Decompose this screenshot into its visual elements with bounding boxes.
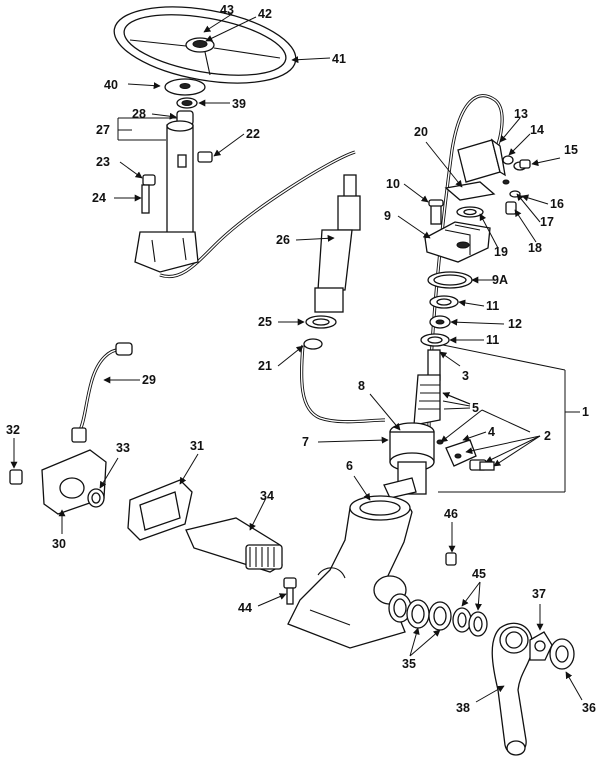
callout-3: 3 — [462, 369, 469, 383]
callout-7: 7 — [302, 435, 309, 449]
callout-30: 30 — [52, 537, 66, 551]
callout-6: 6 — [346, 459, 353, 473]
callout-1: 1 — [582, 405, 589, 419]
steering-shaft-assembly — [383, 349, 441, 499]
callout-21: 21 — [258, 359, 272, 373]
callout-35: 35 — [402, 657, 416, 671]
callout-40: 40 — [104, 78, 118, 92]
callout-18: 18 — [528, 241, 542, 255]
callout-16: 16 — [550, 197, 564, 211]
callout-5: 5 — [472, 401, 479, 415]
callout-labels: 43 42 41 40 39 28 27 22 23 24 26 25 21 1… — [6, 3, 596, 715]
pump-and-cover — [9, 342, 283, 573]
seal-set — [283, 552, 488, 637]
steering-column — [134, 120, 199, 273]
callout-23: 23 — [96, 155, 110, 169]
intermediate-shaft — [303, 174, 361, 350]
callout-38: 38 — [456, 701, 470, 715]
callout-42: 42 — [258, 7, 272, 21]
callout-28: 28 — [132, 107, 146, 121]
callout-24: 24 — [92, 191, 106, 205]
callout-9a: 9A — [492, 273, 508, 287]
callout-26: 26 — [276, 233, 290, 247]
washer-stack — [420, 271, 473, 347]
callout-37: 37 — [532, 587, 546, 601]
callout-22: 22 — [246, 127, 260, 141]
callout-25: 25 — [258, 315, 272, 329]
callout-19: 19 — [494, 245, 508, 259]
callout-34: 34 — [260, 489, 274, 503]
callout-41: 41 — [332, 52, 346, 66]
steering-gear-housing — [287, 495, 413, 649]
callout-27: 27 — [96, 123, 110, 137]
steering-wheel — [113, 6, 297, 84]
callout-44: 44 — [238, 601, 252, 615]
callout-33: 33 — [116, 441, 130, 455]
valve-housing — [424, 199, 491, 263]
callout-17: 17 — [540, 215, 554, 229]
callout-12: 12 — [508, 317, 522, 331]
column-fasteners — [141, 151, 213, 214]
callout-11-lower: 11 — [486, 333, 499, 347]
valve-head — [444, 138, 531, 218]
callout-39: 39 — [232, 97, 246, 111]
callout-46: 46 — [444, 507, 458, 521]
pitman-arm — [491, 622, 575, 756]
callout-15: 15 — [564, 143, 578, 157]
callout-32: 32 — [6, 423, 20, 437]
callout-2: 2 — [544, 429, 551, 443]
callout-4: 4 — [488, 425, 495, 439]
callout-45: 45 — [472, 567, 486, 581]
callout-36: 36 — [582, 701, 596, 715]
callout-14: 14 — [530, 123, 544, 137]
leader-lines — [10, 13, 583, 703]
callout-13: 13 — [514, 107, 528, 121]
callout-20: 20 — [414, 125, 428, 139]
callout-43: 43 — [220, 3, 234, 17]
bracket-parts — [436, 439, 495, 471]
callout-9: 9 — [384, 209, 391, 223]
callout-29: 29 — [142, 373, 156, 387]
callout-31: 31 — [190, 439, 204, 453]
callout-10: 10 — [386, 177, 400, 191]
callout-8: 8 — [358, 379, 365, 393]
callout-11-upper: 11 — [486, 299, 499, 313]
